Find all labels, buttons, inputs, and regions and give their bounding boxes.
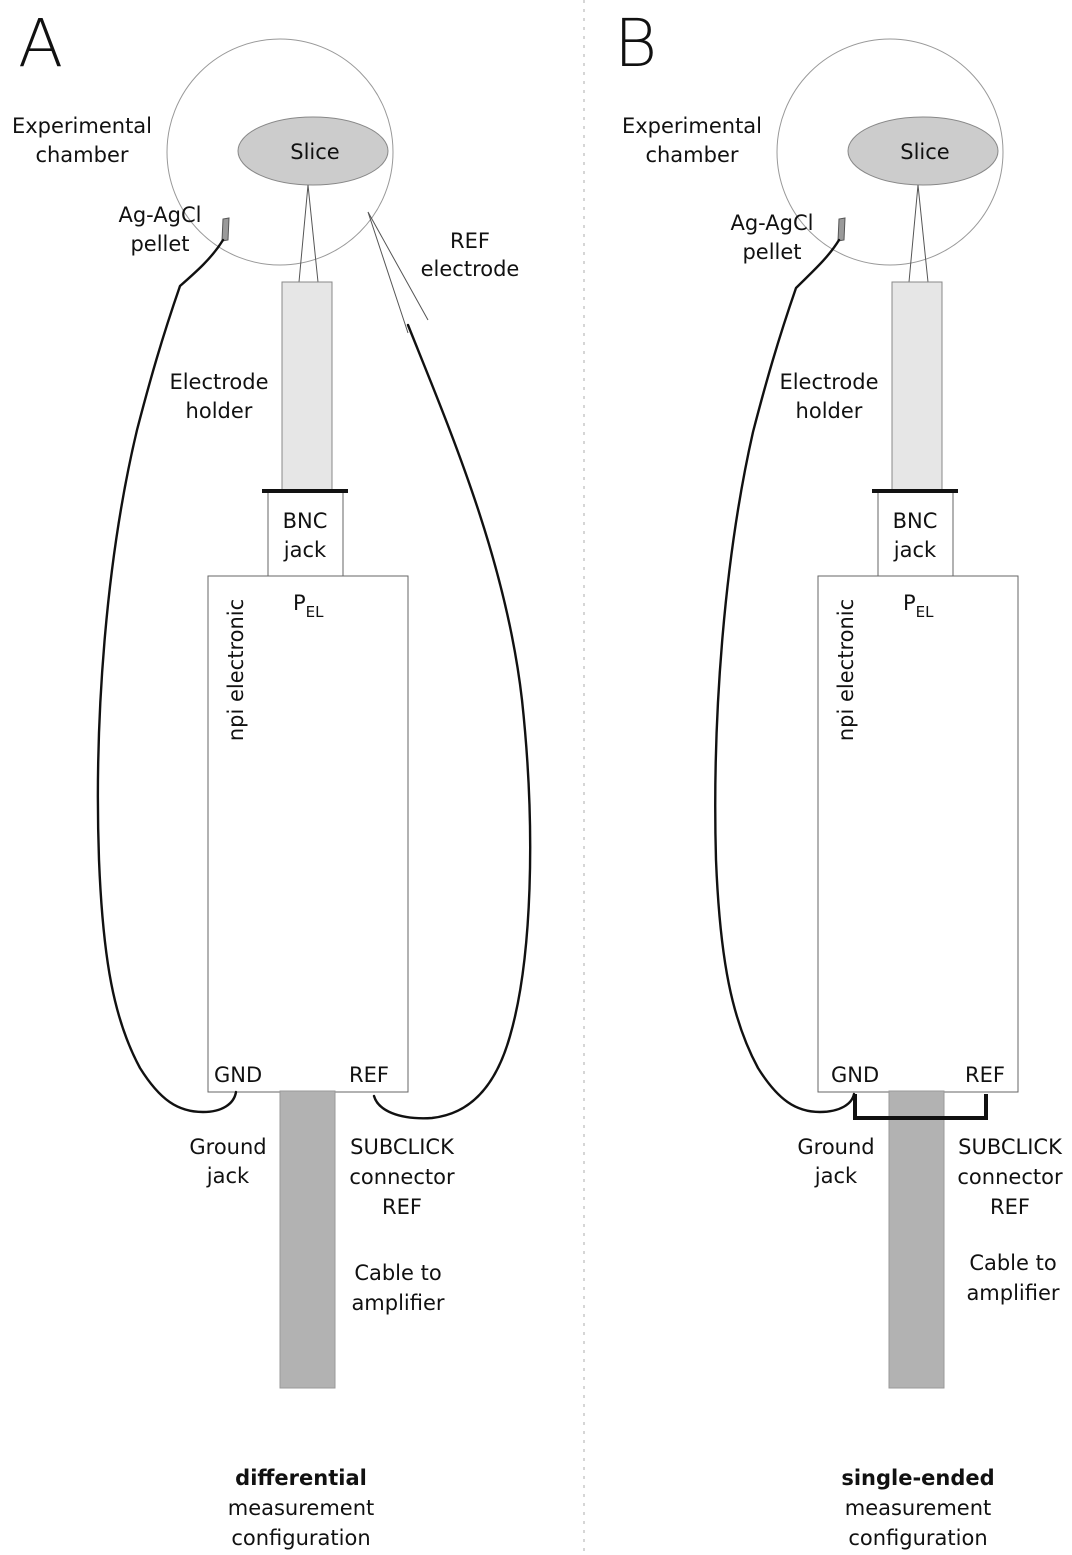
gnd-label: GND <box>831 1063 879 1087</box>
pellet-label-line1: Ag-AgCl <box>118 203 201 227</box>
pel-main: P <box>293 591 306 615</box>
chamber-label-line2: chamber <box>35 143 128 167</box>
ground-jack-label-line2: jack <box>206 1164 250 1188</box>
panel-a-letter: A <box>18 5 63 82</box>
subclick-label-line3: REF <box>990 1195 1030 1219</box>
cable-label-line1: Cable to <box>969 1251 1056 1275</box>
subclick-label-line1: SUBCLICK <box>350 1135 455 1159</box>
bnc-label-line1: BNC <box>283 509 328 533</box>
slice-ellipse <box>237 116 389 186</box>
ref-label: REF <box>349 1063 389 1087</box>
panel-b: B Slice Experimental chamber Electrode h… <box>614 5 1063 1550</box>
chamber-label-line1: Experimental <box>622 114 762 138</box>
chamber-label-line2: chamber <box>645 143 738 167</box>
electrode-holder <box>891 281 943 491</box>
bnc-jack <box>267 491 344 577</box>
ground-jack-label-line1: Ground <box>189 1135 266 1159</box>
device-label: npi electronic <box>224 599 248 741</box>
pipette <box>908 184 929 283</box>
bnc-label-line2: jack <box>893 538 937 562</box>
gnd-ref-bridge <box>853 1094 988 1120</box>
pel-label: PEL <box>293 591 324 621</box>
holder-label-line2: holder <box>796 399 863 423</box>
ag-agcl-pellet <box>837 217 846 242</box>
subclick-label-line2: connector <box>957 1165 1063 1189</box>
subclick-label-line2: connector <box>349 1165 455 1189</box>
pipette <box>298 184 319 283</box>
panel-a: A Slice Experimental chamber Electrode h… <box>12 5 532 1550</box>
headstage-box <box>207 575 409 1093</box>
caption-line2: measurement <box>228 1496 375 1520</box>
slice-label: Slice <box>290 140 339 164</box>
pel-main: P <box>903 591 916 615</box>
bnc-label-line1: BNC <box>893 509 938 533</box>
caption-line3: configuration <box>231 1526 370 1550</box>
bnc-jack <box>877 491 954 577</box>
ground-wire <box>96 238 238 1114</box>
pel-subscript: EL <box>306 603 324 621</box>
pel-label: PEL <box>903 591 934 621</box>
pellet-label-line2: pellet <box>130 232 189 256</box>
holder-label-line2: holder <box>186 399 253 423</box>
ground-jack-label-line2: jack <box>814 1164 858 1188</box>
ref-electrode-label-line1: REF <box>450 229 490 253</box>
amplifier-cable <box>279 1090 336 1389</box>
cable-label-line2: amplifier <box>966 1281 1059 1305</box>
pel-subscript: EL <box>916 603 934 621</box>
ag-agcl-pellet <box>221 217 230 242</box>
amplifier-cable <box>888 1090 945 1389</box>
panel-b-letter: B <box>614 5 657 82</box>
caption-bold: single-ended <box>841 1466 994 1490</box>
ground-wire <box>714 238 856 1114</box>
ref-electrode <box>367 211 429 334</box>
ground-jack-label-line1: Ground <box>797 1135 874 1159</box>
holder-label-line1: Electrode <box>779 370 878 394</box>
caption-bold: differential <box>235 1466 367 1490</box>
subclick-label-line1: SUBCLICK <box>958 1135 1063 1159</box>
electrode-holder <box>281 281 333 491</box>
subclick-label-line3: REF <box>382 1195 422 1219</box>
caption-line2: measurement <box>845 1496 992 1520</box>
cable-label-line1: Cable to <box>354 1261 441 1285</box>
ref-electrode-label-line2: electrode <box>421 257 520 281</box>
caption-line3: configuration <box>848 1526 987 1550</box>
cable-label-line2: amplifier <box>351 1291 444 1315</box>
slice-label: Slice <box>900 140 949 164</box>
device-label: npi electronic <box>834 599 858 741</box>
gnd-label: GND <box>214 1063 262 1087</box>
chamber-label-line1: Experimental <box>12 114 152 138</box>
headstage-box <box>817 575 1019 1093</box>
bnc-label-line2: jack <box>283 538 327 562</box>
pellet-label-line1: Ag-AgCl <box>730 211 813 235</box>
slice-ellipse <box>847 116 999 186</box>
holder-label-line1: Electrode <box>169 370 268 394</box>
pellet-label-line2: pellet <box>742 240 801 264</box>
ref-wire <box>372 323 532 1120</box>
ref-label: REF <box>965 1063 1005 1087</box>
